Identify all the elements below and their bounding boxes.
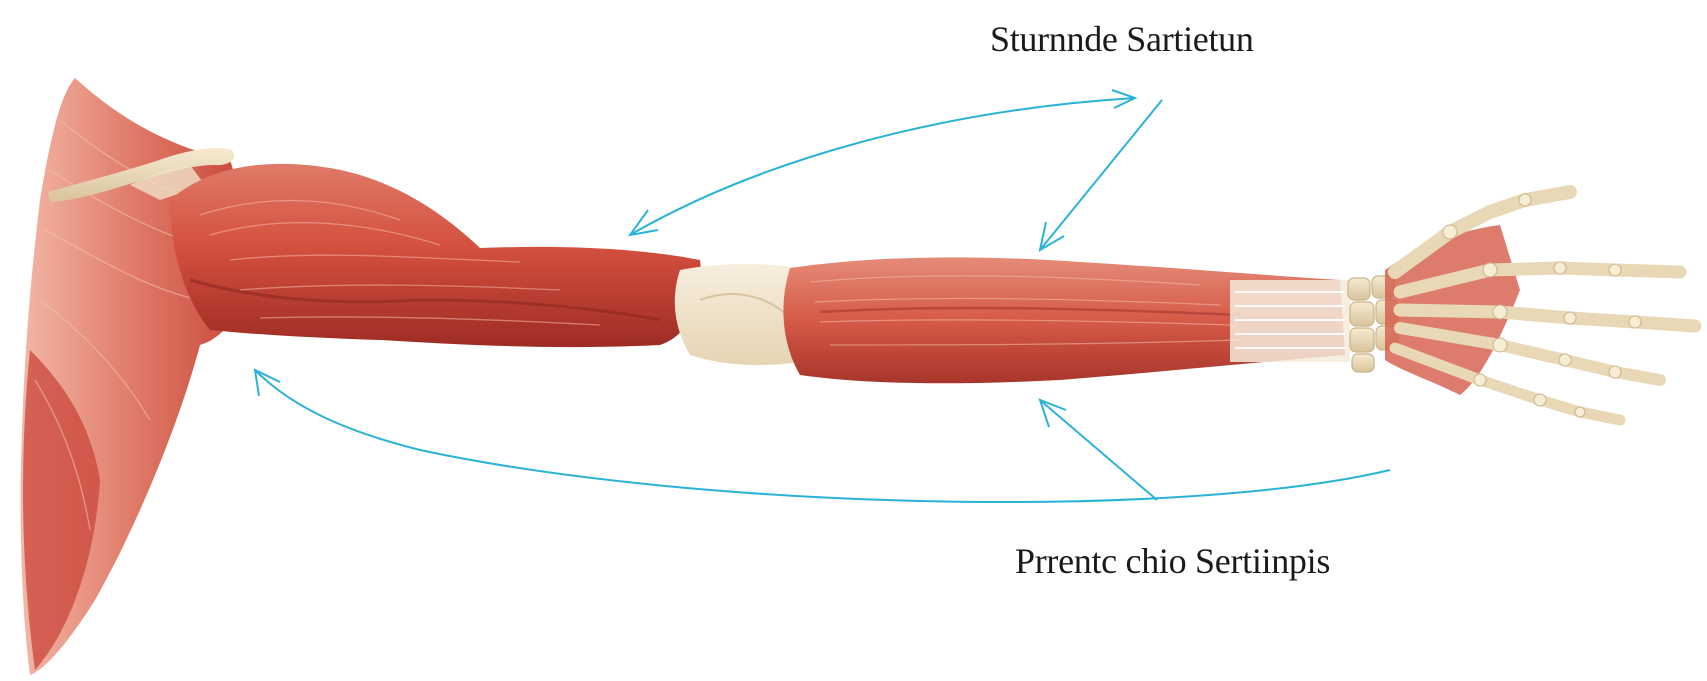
label-top: Sturnnde Sartietun bbox=[990, 18, 1254, 60]
wrist-tendons bbox=[1230, 280, 1350, 362]
upper-arm-muscle bbox=[170, 164, 701, 347]
bottom-pointer-arrow bbox=[1040, 400, 1157, 500]
bottom-arc-arrow bbox=[255, 370, 1390, 502]
finger-bones bbox=[1395, 192, 1695, 420]
top-pointer-arrow bbox=[1040, 100, 1162, 250]
top-arc-arrow bbox=[630, 98, 1135, 235]
label-bottom: Prrentc chio Sertiinpis bbox=[1015, 540, 1330, 582]
